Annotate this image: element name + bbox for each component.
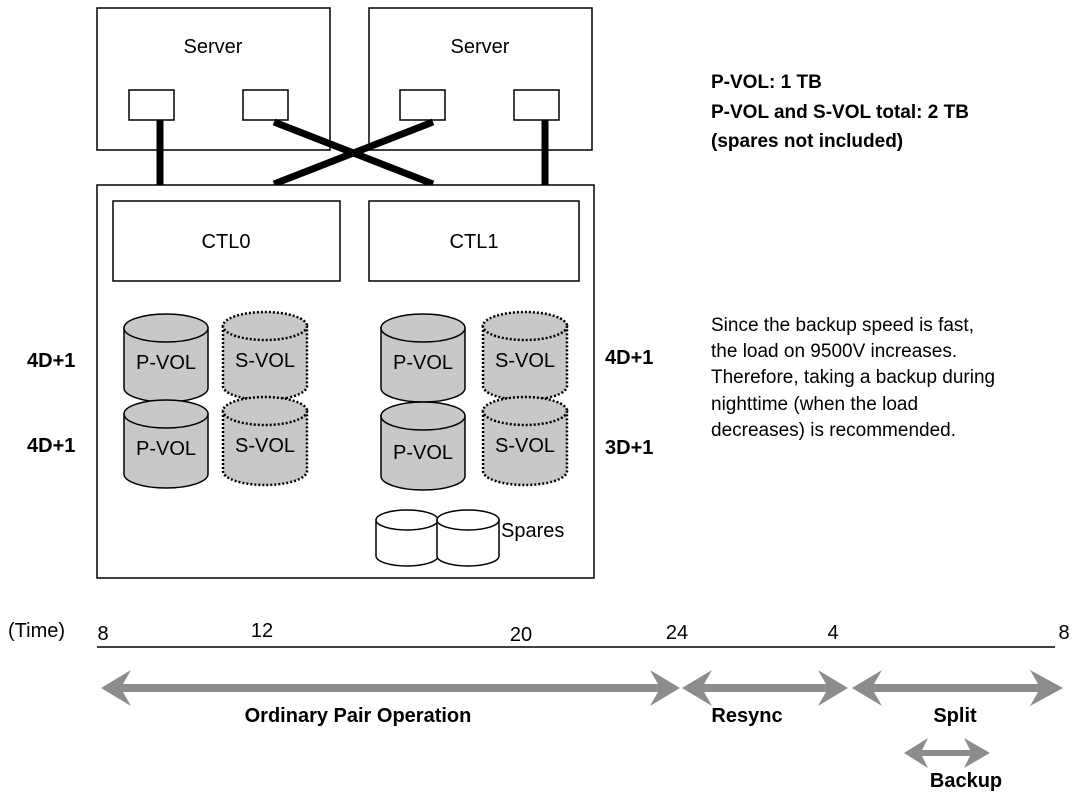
performance-note: Since the backup speed is fast, the load… xyxy=(711,315,995,441)
time-tick: 8 xyxy=(97,623,108,645)
ordinary-operation-arrow xyxy=(101,670,680,706)
split-arrow xyxy=(852,670,1063,706)
capacity-note-line: P-VOL: 1 TB xyxy=(711,72,822,93)
performance-note-line: Therefore, taking a backup during xyxy=(711,367,995,388)
spares-label: Spares xyxy=(501,520,564,542)
svol-label: S-VOL xyxy=(235,350,295,372)
raid-label-right-bottom: 3D+1 xyxy=(605,437,653,459)
performance-note-line: Since the backup speed is fast, xyxy=(711,315,974,336)
pvol-left-bottom: P-VOL xyxy=(123,399,209,489)
split-label: Split xyxy=(933,705,977,727)
time-tick: 24 xyxy=(666,622,688,644)
timeline-label: (Time) xyxy=(8,620,65,642)
capacity-note-line: P-VOL and S-VOL total: 2 TB xyxy=(711,102,969,123)
server-right-port-b xyxy=(513,89,560,121)
ordinary-operation-label: Ordinary Pair Operation xyxy=(245,705,472,727)
pvol-label: P-VOL xyxy=(136,438,196,460)
phase-arrows xyxy=(101,670,1063,768)
server-right: Server xyxy=(368,7,593,151)
pvol-right-bottom: P-VOL xyxy=(380,401,466,491)
server-right-label: Server xyxy=(451,36,510,58)
svol-label: S-VOL xyxy=(235,435,295,457)
svol-left-bottom: S-VOL xyxy=(221,395,309,487)
backup-label: Backup xyxy=(930,770,1002,792)
raid-label-left-bottom: 4D+1 xyxy=(27,435,75,457)
pvol-right-top: P-VOL xyxy=(380,313,466,403)
pvol-left-top: P-VOL xyxy=(123,313,209,403)
svol-right-top: S-VOL xyxy=(481,310,569,402)
time-tick: 12 xyxy=(251,620,273,642)
server-right-port-a xyxy=(399,89,446,121)
svol-left-top: S-VOL xyxy=(221,310,309,402)
raid-label-right-top: 4D+1 xyxy=(605,347,653,369)
resync-arrow xyxy=(682,670,848,706)
resync-label: Resync xyxy=(711,705,782,727)
svol-right-bottom: S-VOL xyxy=(481,395,569,487)
server-left-label: Server xyxy=(184,36,243,58)
timeline: (Time) 8 12 20 24 4 8 xyxy=(8,620,1070,648)
svol-label: S-VOL xyxy=(495,350,555,372)
capacity-note-line: (spares not included) xyxy=(711,131,903,152)
performance-note-line: decreases) is recommended. xyxy=(711,420,956,441)
server-left-port-b xyxy=(242,89,289,121)
time-tick: 4 xyxy=(827,622,838,644)
time-tick: 8 xyxy=(1058,622,1069,644)
capacity-note: P-VOL: 1 TB P-VOL and S-VOL total: 2 TB … xyxy=(711,72,969,152)
spare-disk-2 xyxy=(436,509,500,567)
controller-ctl1-label: CTL1 xyxy=(450,231,499,253)
svol-label: S-VOL xyxy=(495,435,555,457)
controller-ctl1: CTL1 xyxy=(368,200,580,282)
pvol-label: P-VOL xyxy=(393,352,453,374)
host-connections xyxy=(156,118,549,188)
controller-ctl0: CTL0 xyxy=(112,200,341,282)
server-left-port-a xyxy=(128,89,175,121)
raid-label-left-top: 4D+1 xyxy=(27,350,75,372)
backup-arrow xyxy=(904,738,990,768)
server-left: Server xyxy=(96,7,331,151)
spare-disk-1 xyxy=(375,509,439,567)
performance-note-line: nighttime (when the load xyxy=(711,394,918,415)
link-cross-b xyxy=(272,118,435,188)
pvol-label: P-VOL xyxy=(136,352,196,374)
performance-note-line: the load on 9500V increases. xyxy=(711,341,957,362)
pvol-label: P-VOL xyxy=(393,442,453,464)
time-tick: 20 xyxy=(510,624,532,646)
controller-ctl0-label: CTL0 xyxy=(202,231,251,253)
